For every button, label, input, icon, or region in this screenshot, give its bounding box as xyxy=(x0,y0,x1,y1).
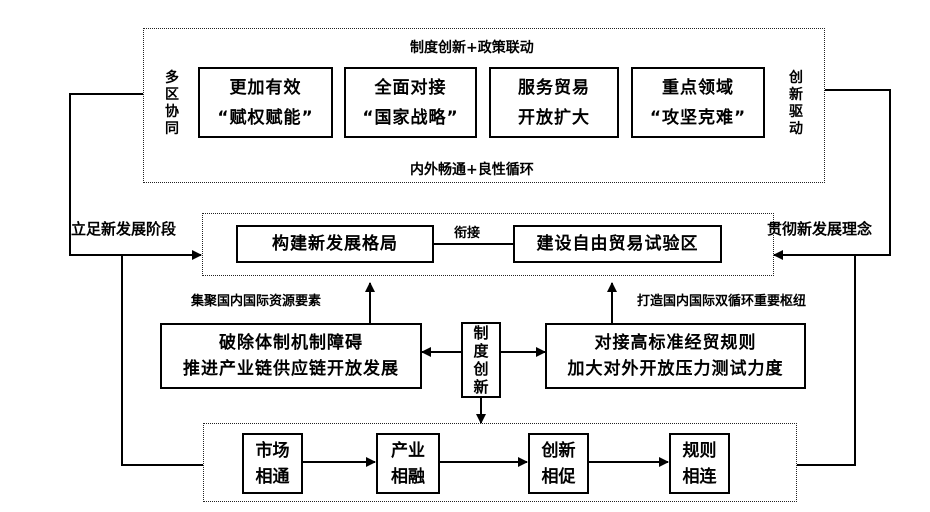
center-vertical-text: 制度创新 xyxy=(473,324,489,396)
center-left-box: 破除体制机制障碍 推进产业链供应链开放发展 xyxy=(160,323,422,389)
left-side-label: 立足新发展阶段 xyxy=(71,220,177,238)
middle-left-box: 构建新发展格局 xyxy=(236,225,434,263)
bottom-box-4-line1: 规则 xyxy=(682,440,717,461)
center-right-box-line2: 加大对外开放压力测试力度 xyxy=(567,359,784,379)
top-box-3-line2: 开放扩大 xyxy=(518,107,590,128)
bottom-box-3: 创新 相促 xyxy=(528,433,589,494)
top-right-side-label: 创新驱动 xyxy=(789,70,803,137)
middle-left-box-text: 构建新发展格局 xyxy=(272,234,398,254)
top-box-4-line2: “攻坚克难” xyxy=(649,107,747,128)
center-left-box-line1: 破除体制机制障碍 xyxy=(219,333,363,353)
center-right-box: 对接高标准经贸规则 加大对外开放压力测试力度 xyxy=(545,323,806,389)
middle-connector-label: 衔接 xyxy=(454,226,481,241)
top-box-1-line1: 更加有效 xyxy=(229,77,302,98)
bottom-box-4-line2: 相连 xyxy=(682,466,717,487)
center-right-box-line1: 对接高标准经贸规则 xyxy=(594,333,757,353)
top-box-1-line2: “赋权赋能” xyxy=(217,107,314,128)
top-title: 制度创新+政策联动 xyxy=(410,40,534,56)
top-left-side-label: 多区协同 xyxy=(165,70,179,137)
bottom-box-1-line2: 相通 xyxy=(255,466,290,487)
bottom-box-2-line2: 相融 xyxy=(391,466,425,487)
bottom-box-3-line1: 创新 xyxy=(541,440,576,461)
top-box-4-line1: 重点领域 xyxy=(662,77,734,98)
center-vertical-box: 制度创新 xyxy=(461,322,501,398)
center-left-box-line2: 推进产业链供应链开放发展 xyxy=(183,359,399,379)
top-box-2-line1: 全面对接 xyxy=(374,77,447,98)
bottom-dotted-frame xyxy=(203,423,797,502)
top-footer: 内外畅通+良性循环 xyxy=(410,162,534,178)
bottom-box-1-line1: 市场 xyxy=(255,440,290,461)
top-box-3: 服务贸易 开放扩大 xyxy=(489,67,619,138)
top-box-4: 重点领域 “攻坚克难” xyxy=(631,67,765,138)
top-box-3-line1: 服务贸易 xyxy=(518,77,590,98)
bottom-box-2: 产业 相融 xyxy=(376,433,440,494)
bottom-box-3-line2: 相促 xyxy=(541,466,576,487)
bottom-box-2-line1: 产业 xyxy=(391,440,425,461)
middle-right-box: 建设自由贸易试验区 xyxy=(513,225,722,263)
top-box-2: 全面对接 “国家战略” xyxy=(344,67,477,138)
middle-dotted-frame xyxy=(202,213,774,276)
top-dotted-frame xyxy=(143,28,825,183)
arrow-label-right: 打造国内国际双循环重要枢纽 xyxy=(637,294,807,309)
top-box-2-line2: “国家战略” xyxy=(362,107,459,128)
right-side-label: 贯彻新发展理念 xyxy=(767,220,873,238)
middle-right-box-text: 建设自由贸易试验区 xyxy=(536,234,699,254)
bottom-box-1: 市场 相通 xyxy=(242,433,303,494)
arrow-label-left: 集聚国内国际资源要素 xyxy=(191,294,322,309)
top-box-1: 更加有效 “赋权赋能” xyxy=(198,67,333,138)
bottom-box-4: 规则 相连 xyxy=(669,433,730,494)
